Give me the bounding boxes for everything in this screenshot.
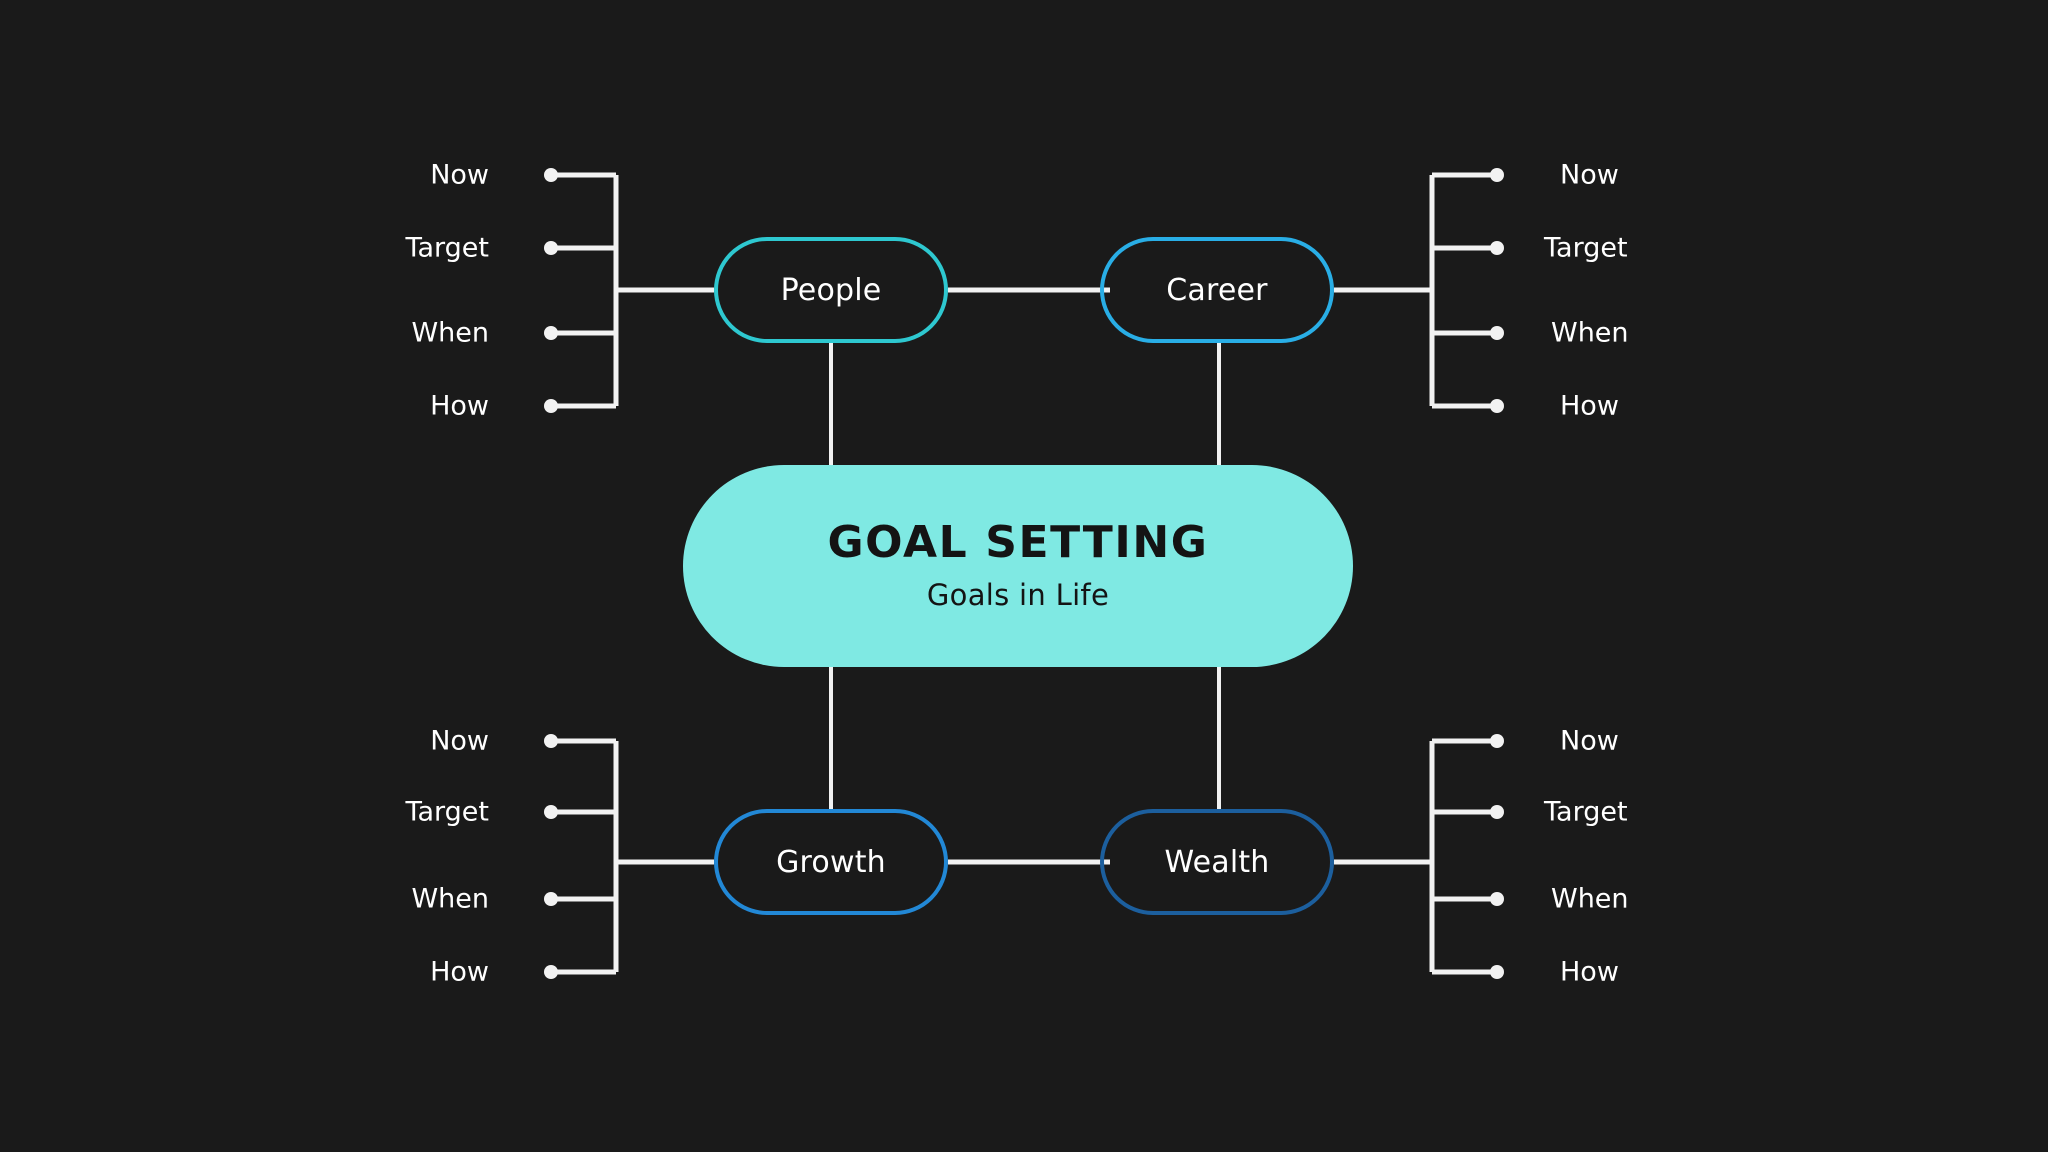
central-node-goal-setting[interactable]: GOAL SETTING Goals in Life [683,465,1353,667]
central-node-subtitle: Goals in Life [926,577,1110,612]
leaf-growth-when[interactable]: When [411,883,489,915]
dot-career-1 [1490,241,1504,255]
branch-node-growth[interactable]: Growth [714,809,948,915]
branch-node-career-label: Career [1166,272,1268,308]
dot-wealth-0 [1490,734,1504,748]
leaf-career-now[interactable]: Now [1560,159,1619,191]
dot-people-1 [544,241,558,255]
leaf-growth-now[interactable]: Now [430,725,489,757]
branch-node-wealth[interactable]: Wealth [1100,809,1334,915]
leaf-people-target[interactable]: Target [405,232,489,264]
branch-node-growth-label: Growth [776,844,886,880]
leaf-career-how[interactable]: How [1560,390,1619,422]
dot-people-0 [544,168,558,182]
leaf-people-now[interactable]: Now [430,159,489,191]
dot-wealth-2 [1490,892,1504,906]
leaf-people-when[interactable]: When [411,317,489,349]
leaf-wealth-how[interactable]: How [1560,956,1619,988]
leaf-wealth-now[interactable]: Now [1560,725,1619,757]
leaf-wealth-when[interactable]: When [1551,883,1629,915]
dot-career-3 [1490,399,1504,413]
dot-growth-3 [544,965,558,979]
leaf-career-target[interactable]: Target [1544,232,1628,264]
leaf-growth-target[interactable]: Target [405,796,489,828]
leaf-wealth-target[interactable]: Target [1544,796,1628,828]
dot-people-2 [544,326,558,340]
dot-growth-2 [544,892,558,906]
branch-node-wealth-label: Wealth [1164,844,1270,880]
dot-wealth-1 [1490,805,1504,819]
dot-career-2 [1490,326,1504,340]
dot-people-3 [544,399,558,413]
central-node-title: GOAL SETTING [827,517,1209,569]
dot-growth-1 [544,805,558,819]
branch-node-career[interactable]: Career [1100,237,1334,343]
dot-growth-0 [544,734,558,748]
dot-wealth-3 [1490,965,1504,979]
leaf-career-when[interactable]: When [1551,317,1629,349]
leaf-people-how[interactable]: How [430,390,489,422]
branch-node-people[interactable]: People [714,237,948,343]
dot-career-0 [1490,168,1504,182]
leaf-growth-how[interactable]: How [430,956,489,988]
branch-node-people-label: People [780,272,882,308]
